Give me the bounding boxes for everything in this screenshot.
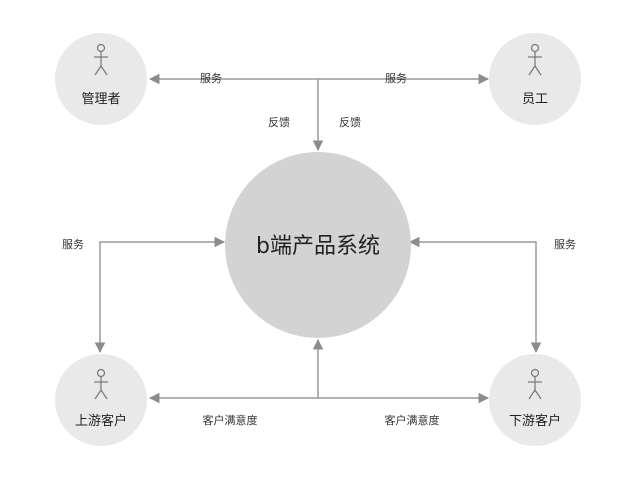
stick-figure-icon bbox=[94, 43, 108, 76]
actor-upstream: 上游客户 bbox=[55, 354, 147, 446]
actor-label: 上游客户 bbox=[75, 413, 127, 429]
edge-label-service-upstream: 服务 bbox=[62, 238, 84, 251]
edge-label-service-downstream: 服务 bbox=[554, 238, 576, 251]
actor-circle bbox=[55, 33, 147, 125]
center-circle bbox=[225, 152, 411, 338]
actor-admin: 管理者 bbox=[55, 33, 147, 125]
stick-figure-icon bbox=[94, 368, 108, 400]
stick-figure-icon bbox=[528, 368, 542, 400]
service-line-upstream bbox=[94, 236, 226, 354]
edge-label-service-admin: 服务 bbox=[200, 72, 222, 85]
actor-circle bbox=[489, 33, 581, 125]
edge-label-feedback-admin: 反馈 bbox=[268, 116, 290, 129]
edge-label-feedback-employee: 反馈 bbox=[339, 116, 361, 129]
edge-label-service-employee: 服务 bbox=[385, 72, 407, 85]
stick-figure-icon bbox=[528, 43, 542, 76]
center-node: b端产品系统 bbox=[225, 152, 411, 338]
actor-label: 员工 bbox=[522, 92, 548, 107]
actor-circle bbox=[55, 354, 147, 446]
edge-label-satisfaction-upstream: 客户满意度 bbox=[203, 413, 258, 427]
edge-label-satisfaction-downstream: 客户满意度 bbox=[385, 413, 440, 427]
actor-label: 下游客户 bbox=[509, 413, 561, 429]
service-line-downstream bbox=[408, 236, 542, 354]
actor-circle bbox=[489, 354, 581, 446]
actor-downstream: 下游客户 bbox=[489, 354, 581, 446]
center-label: b端产品系统 bbox=[256, 234, 380, 259]
actor-label: 管理者 bbox=[81, 92, 120, 107]
actor-employee: 员工 bbox=[489, 33, 581, 125]
